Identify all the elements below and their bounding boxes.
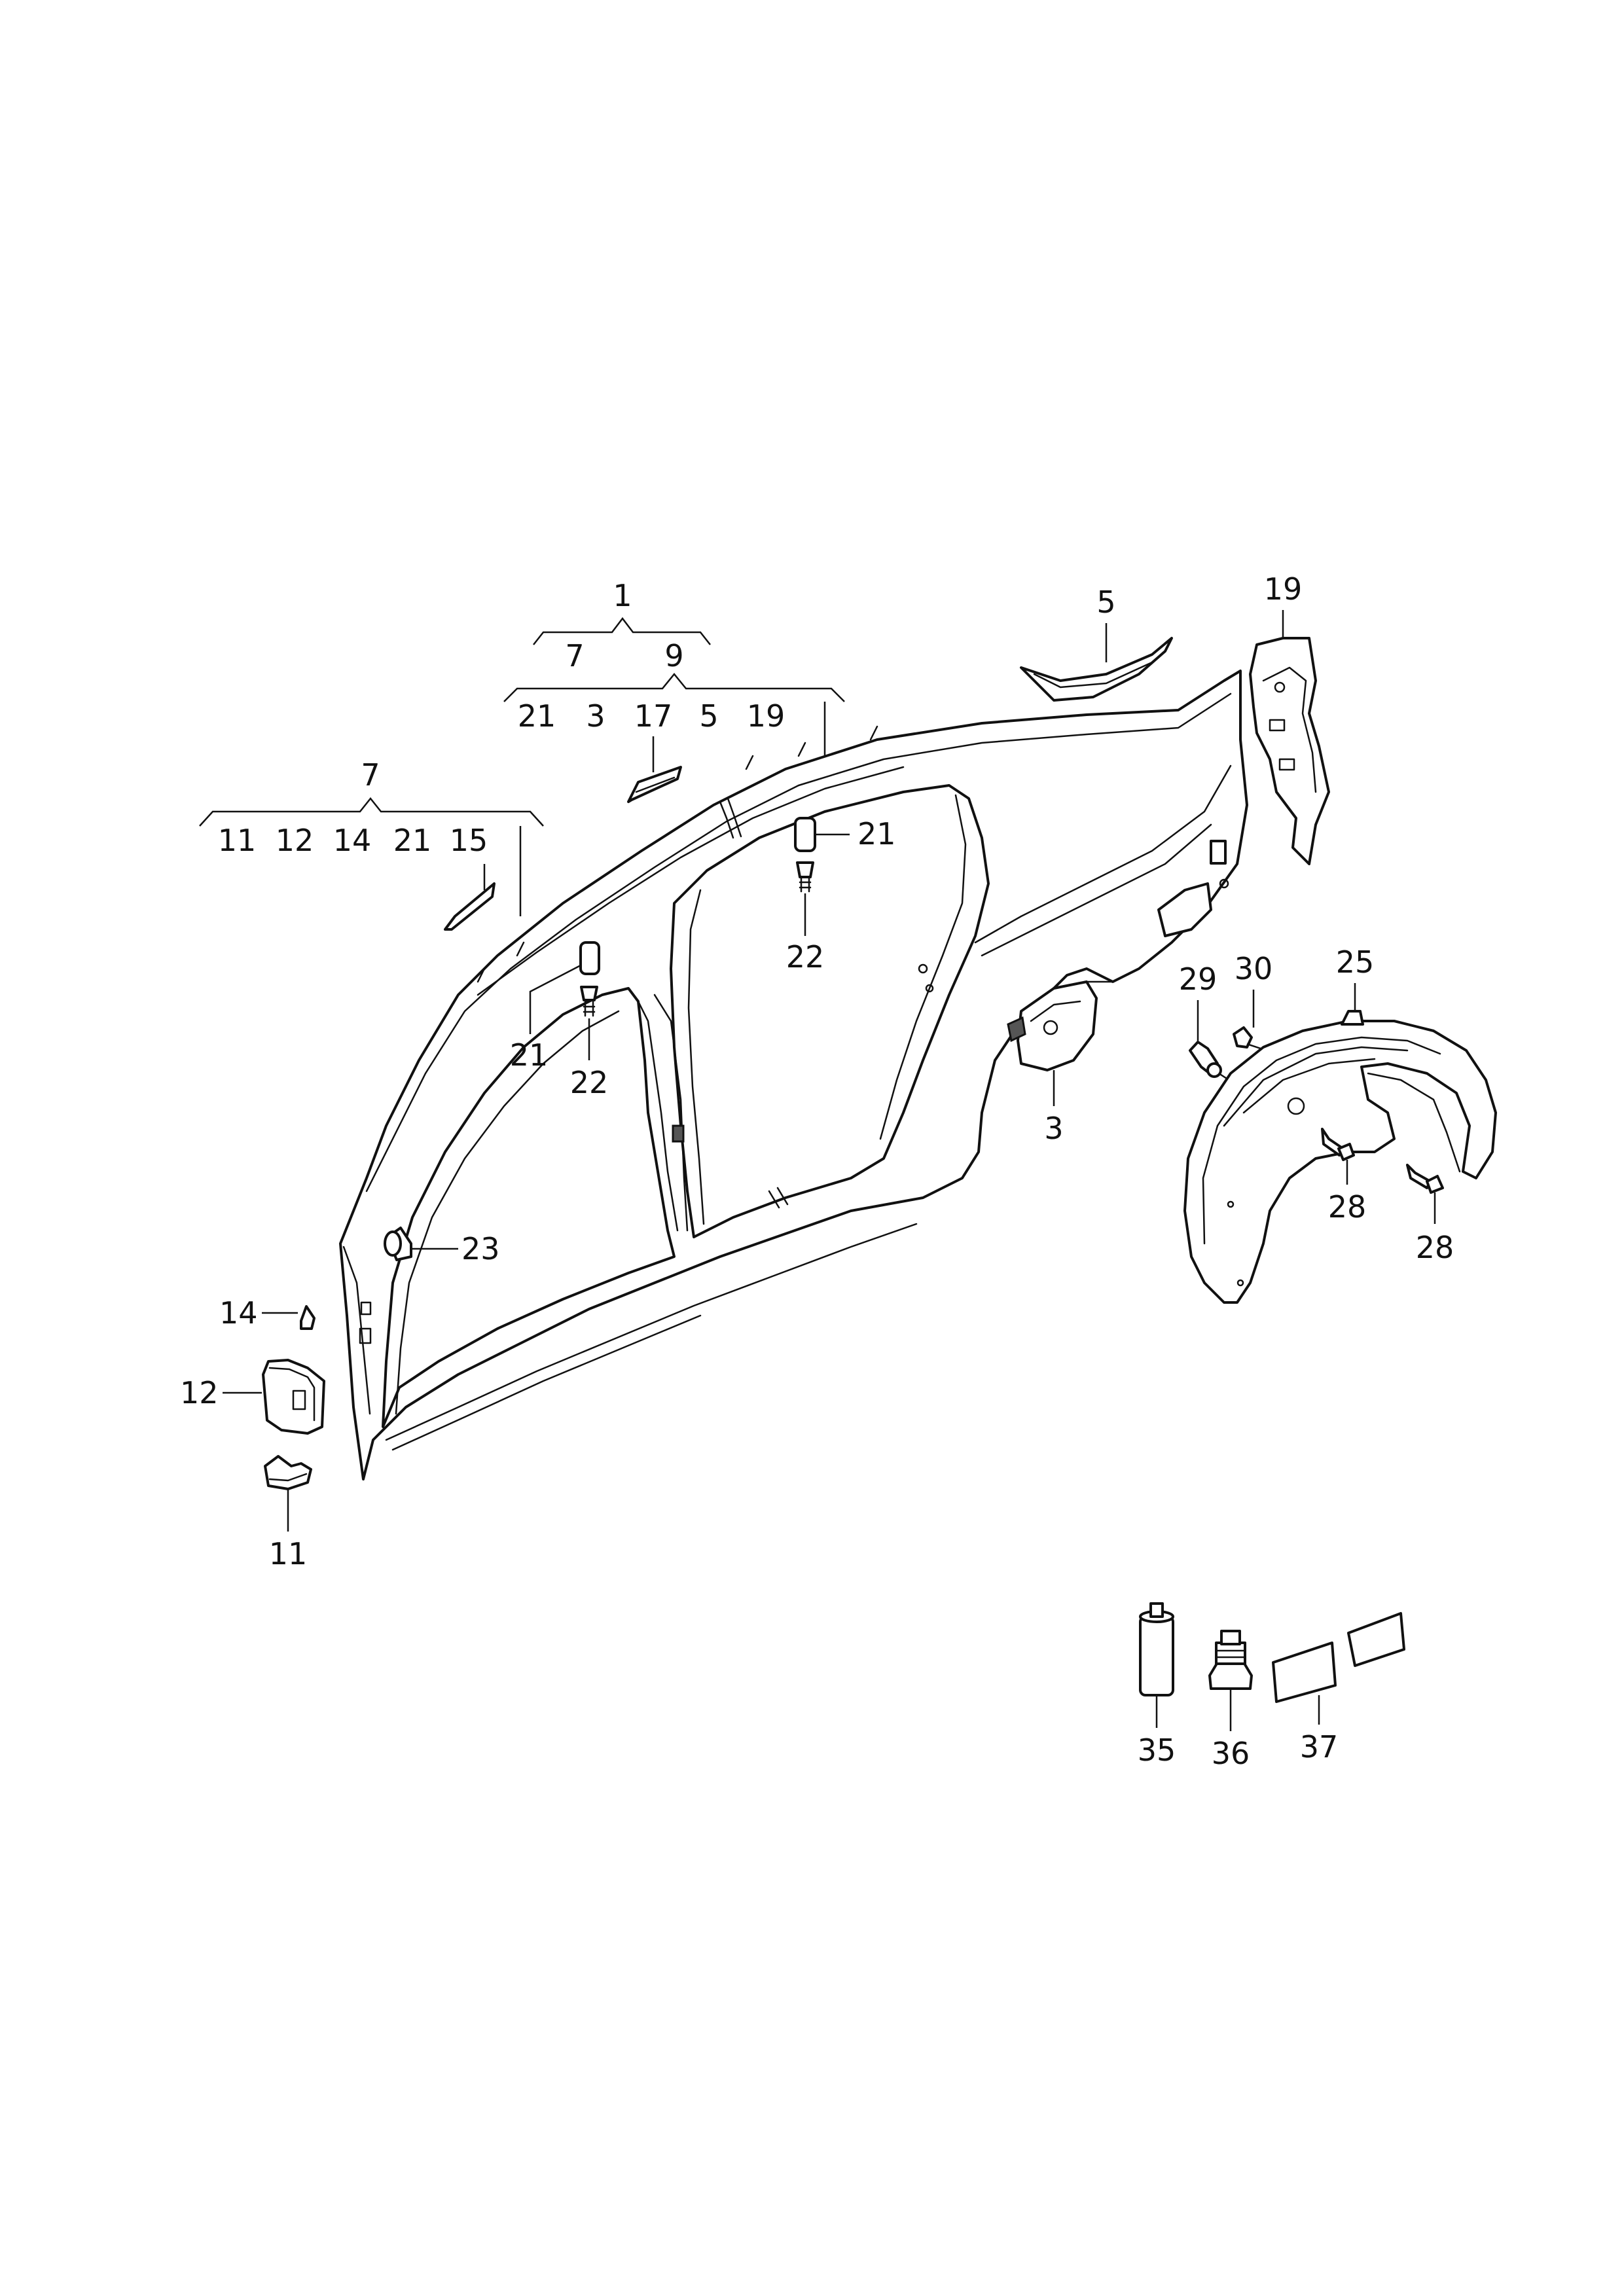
- label-5: 5: [1096, 584, 1115, 620]
- label-37: 37: [1300, 1729, 1339, 1765]
- label-7-item-14: 14: [333, 823, 372, 858]
- label-23: 23: [461, 1231, 500, 1266]
- part-21-22-lower: 21 22: [510, 941, 609, 1100]
- label-7-item-21: 21: [393, 823, 432, 858]
- label-3: 3: [1044, 1111, 1063, 1146]
- part-19: 19: [1249, 571, 1330, 865]
- label-9-item-17: 17: [634, 698, 673, 734]
- label-22-upper: 22: [786, 939, 825, 975]
- label-7-item-15: 15: [450, 823, 488, 858]
- label-35: 35: [1138, 1732, 1176, 1768]
- label-19: 19: [1264, 571, 1303, 607]
- label-12: 12: [180, 1375, 219, 1410]
- label-7-item-11: 11: [218, 823, 257, 858]
- part-29-30-fasteners: 29 30: [1179, 951, 1273, 1085]
- label-22-lower: 22: [570, 1065, 609, 1100]
- label-9-item-3: 3: [586, 698, 605, 734]
- side-panel: [339, 670, 1248, 1480]
- part-5: 5: [1020, 584, 1173, 702]
- label-7-item-12: 12: [276, 823, 314, 858]
- part-17-strip: [627, 736, 682, 803]
- label-21-lower: 21: [510, 1037, 549, 1073]
- label-29: 29: [1179, 961, 1218, 997]
- label-7: 7: [361, 757, 380, 793]
- part-35: 35: [1138, 1602, 1176, 1768]
- bracket-group-9: 21 3 17 5 19: [503, 673, 845, 759]
- label-1-item-7: 7: [565, 638, 584, 673]
- label-1: 1: [613, 578, 632, 613]
- label-30: 30: [1235, 951, 1273, 986]
- part-3: 3: [1007, 980, 1098, 1146]
- part-12: 12: [180, 1359, 325, 1435]
- part-37: 37: [1272, 1612, 1405, 1765]
- label-9-item-5: 5: [699, 698, 718, 734]
- part-28-screws: 28 28: [1321, 1128, 1454, 1265]
- label-9-item-19: 19: [747, 698, 785, 734]
- label-14: 14: [219, 1295, 258, 1331]
- part-14: 14: [219, 1295, 316, 1331]
- part-11: 11: [264, 1455, 312, 1571]
- label-28-left: 28: [1328, 1189, 1367, 1225]
- label-36: 36: [1212, 1736, 1250, 1771]
- part-15-strip: [444, 864, 496, 931]
- label-25: 25: [1336, 944, 1375, 980]
- label-21-upper: 21: [857, 816, 896, 852]
- part-36: 36: [1208, 1630, 1253, 1771]
- label-9-item-21: 21: [518, 698, 556, 734]
- part-21-22-upper: 21 22: [786, 816, 896, 975]
- label-28-right: 28: [1416, 1230, 1454, 1265]
- part-25-wheelhouse-liner: 25: [1183, 944, 1497, 1304]
- bracket-group-7: 7 11 12 14 21 15: [199, 757, 544, 916]
- label-1-item-9: 9: [664, 638, 683, 673]
- part-23-plug: 23: [384, 1227, 500, 1266]
- label-11: 11: [269, 1536, 308, 1571]
- bracket-group-1: 1 7 9: [533, 578, 711, 673]
